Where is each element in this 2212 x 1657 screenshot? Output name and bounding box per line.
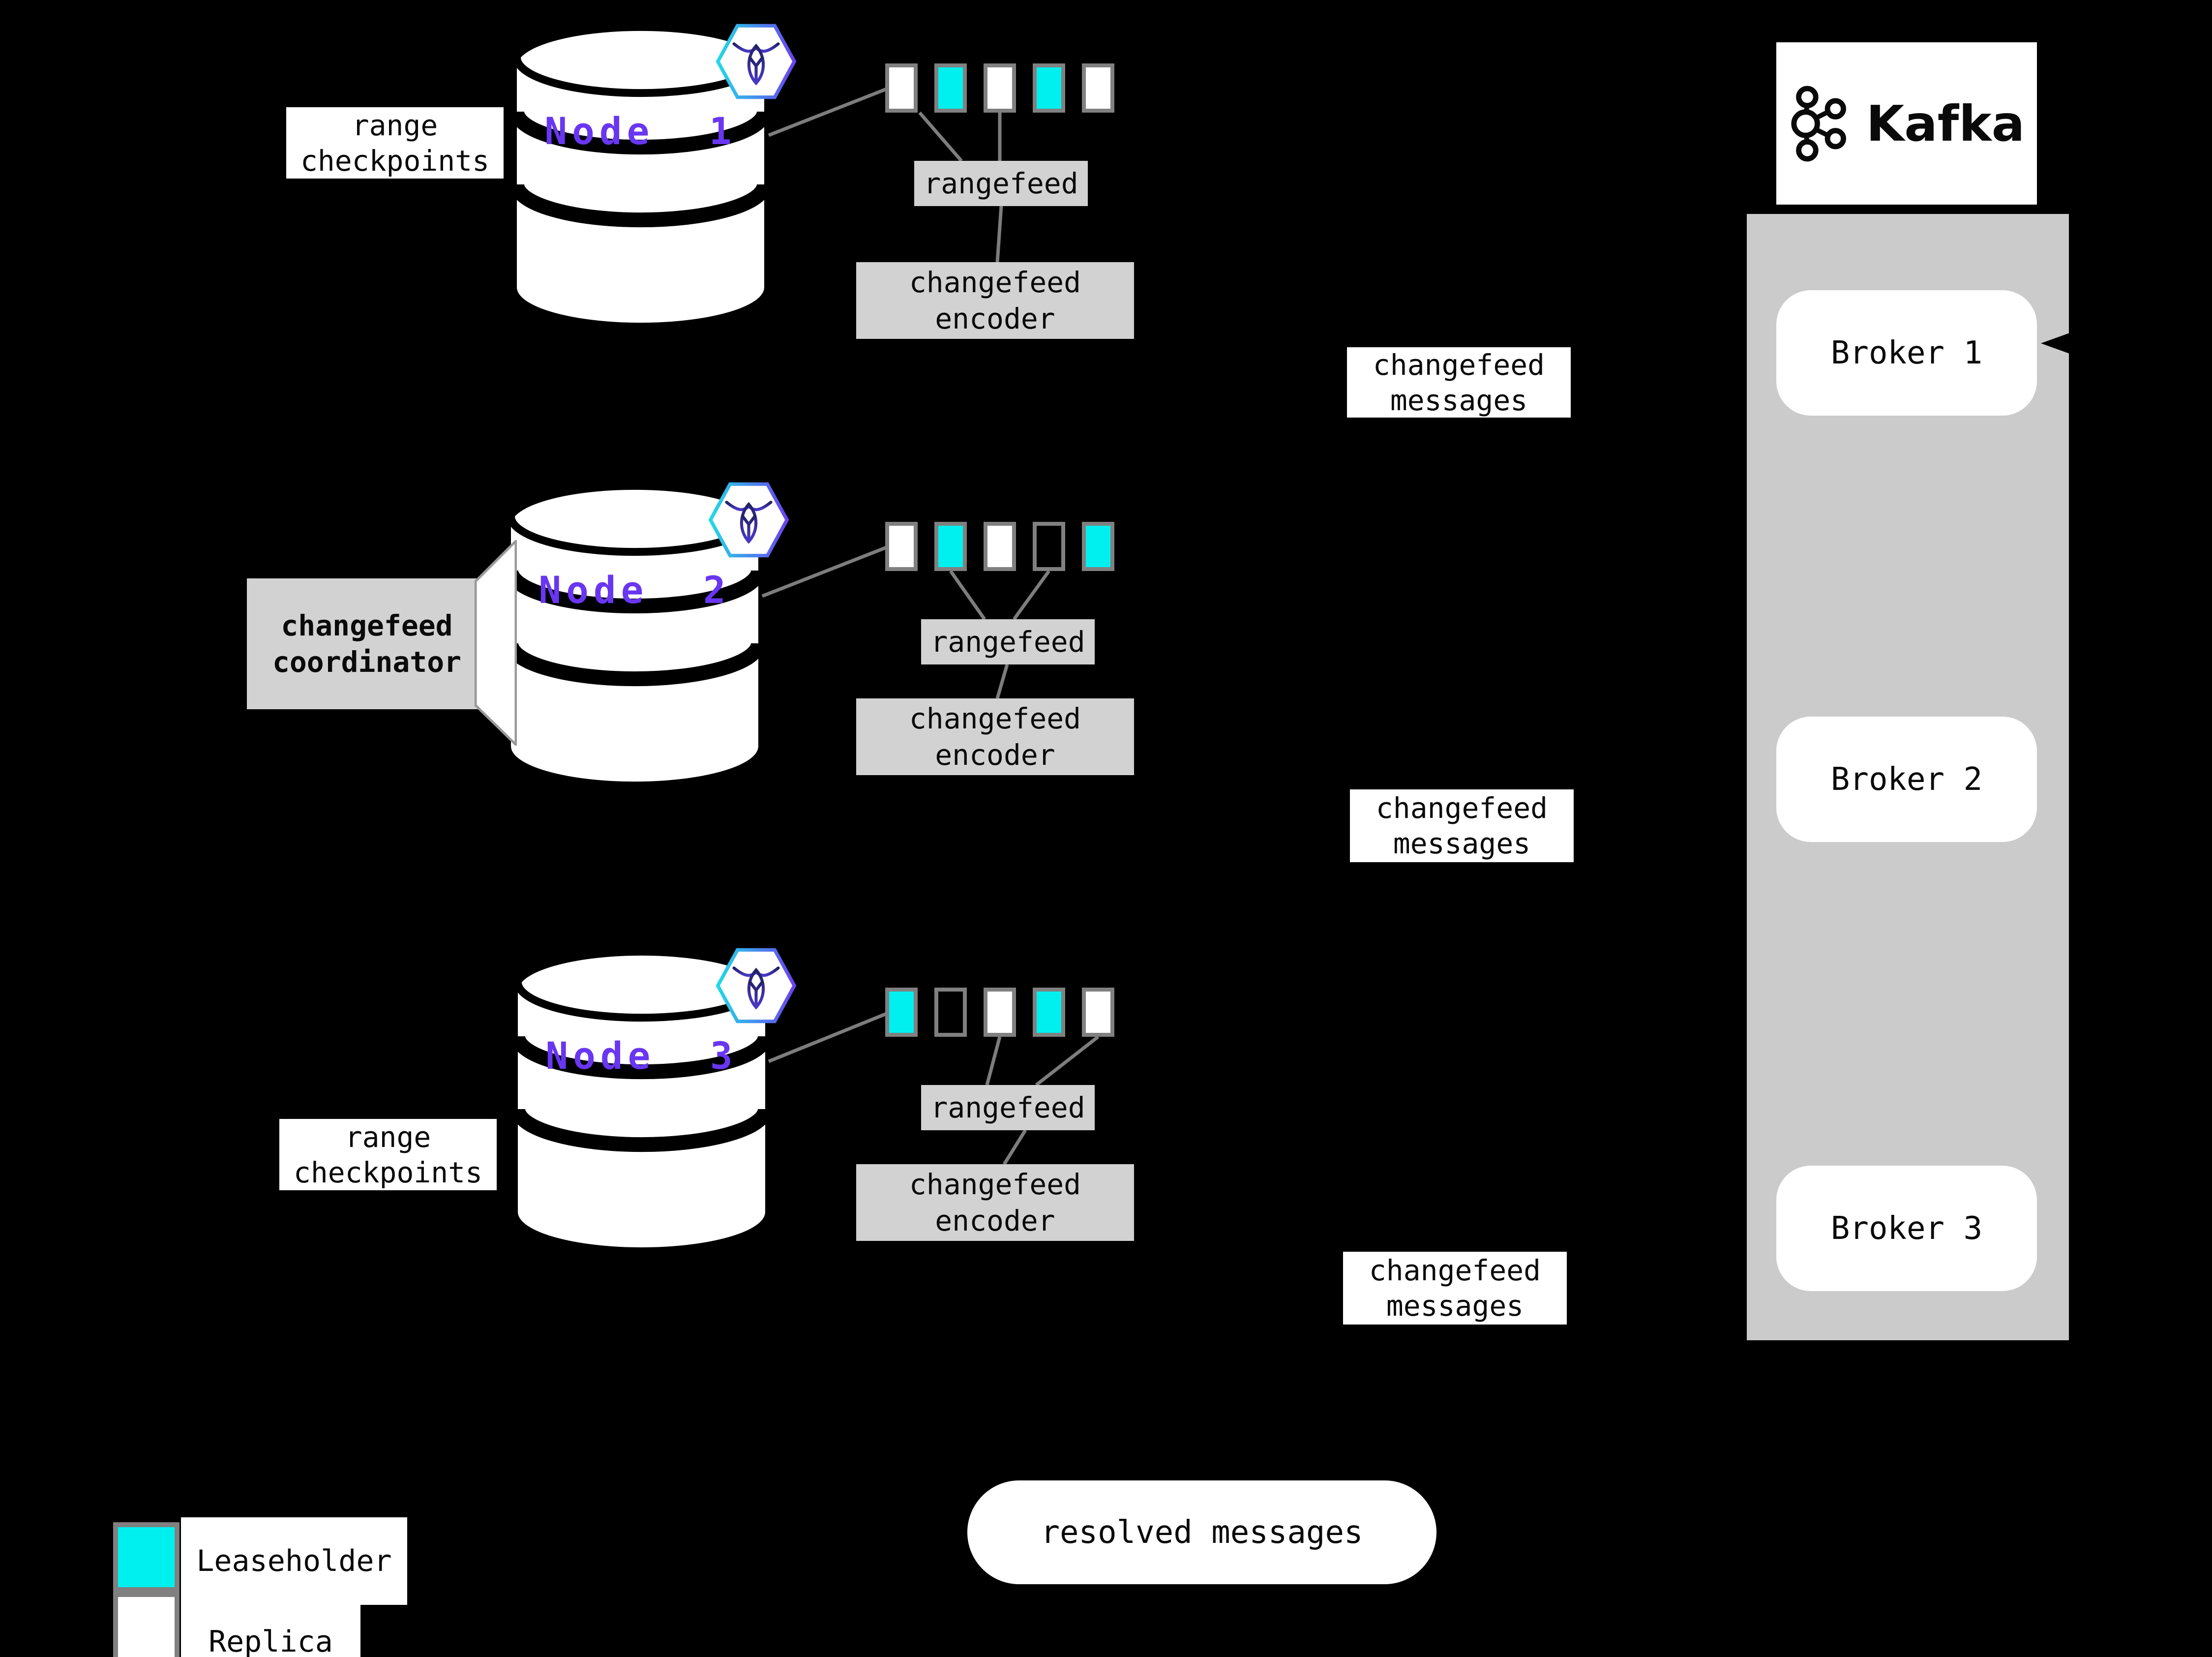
cockroachdb-icon bbox=[708, 478, 789, 562]
range-square-leaseholder bbox=[934, 63, 967, 113]
legend-leaseholder-label: Leaseholder bbox=[181, 1517, 407, 1605]
range-square-empty bbox=[1033, 522, 1065, 571]
node3-label: Node 3 bbox=[545, 1034, 738, 1078]
database-cylinder-icon bbox=[508, 489, 761, 782]
changefeed-coordinator-box: changefeed coordinator bbox=[247, 578, 487, 709]
range-square-replica bbox=[984, 522, 1016, 571]
node3-database-cylinder: Node 3 bbox=[515, 953, 768, 1250]
node2-database-cylinder: Node 2 bbox=[508, 487, 761, 784]
node1-label: Node 1 bbox=[544, 109, 737, 153]
legend-replica-swatch bbox=[113, 1592, 179, 1657]
node3-rangefeed-box: rangefeed bbox=[921, 1085, 1095, 1130]
kafka-logo-icon bbox=[1791, 86, 1846, 161]
node2-changefeed-encoder-box: changefeed encoder bbox=[856, 698, 1134, 775]
cockroachdb-icon bbox=[716, 20, 797, 103]
kafka-logo-box: Kafka bbox=[1776, 42, 2037, 205]
arrowhead-left-icon bbox=[2041, 331, 2076, 356]
coordinator-flag-shape bbox=[475, 540, 517, 746]
range-square-leaseholder bbox=[885, 988, 918, 1037]
range-square-leaseholder bbox=[1033, 988, 1065, 1037]
kafka-logo-text: Kafka bbox=[1866, 94, 2025, 152]
cockroachdb-icon bbox=[716, 944, 797, 1027]
legend-leaseholder-swatch bbox=[113, 1522, 179, 1592]
node2-range-squares bbox=[885, 522, 1114, 571]
range-square-replica bbox=[984, 988, 1016, 1037]
database-cylinder-icon bbox=[515, 955, 768, 1248]
node1-database-cylinder: Node 1 bbox=[514, 28, 767, 326]
node2-changefeed-messages-label: changefeed messages bbox=[1350, 789, 1574, 862]
broker-3-box: Broker 3 bbox=[1776, 1166, 2037, 1291]
node3-changefeed-messages-label: changefeed messages bbox=[1343, 1252, 1567, 1325]
broker-1-box: Broker 1 bbox=[1776, 290, 2037, 416]
range-checkpoints-label-node1: range checkpoints bbox=[286, 107, 504, 179]
node2-label: Node 2 bbox=[538, 568, 731, 612]
legend-replica-label: Replica bbox=[181, 1605, 360, 1657]
range-square-empty bbox=[934, 988, 967, 1037]
range-square-leaseholder bbox=[1082, 522, 1114, 571]
node1-rangefeed-box: rangefeed bbox=[914, 161, 1088, 206]
range-checkpoints-label-node3: range checkpoints bbox=[279, 1119, 497, 1190]
range-square-replica bbox=[885, 63, 918, 113]
node1-range-squares bbox=[885, 63, 1114, 113]
range-square-replica bbox=[984, 63, 1016, 113]
resolved-messages-pill: resolved messages bbox=[967, 1480, 1436, 1584]
node1-changefeed-messages-label: changefeed messages bbox=[1347, 347, 1571, 418]
range-square-replica bbox=[885, 522, 918, 571]
range-square-leaseholder bbox=[934, 522, 967, 571]
node1-changefeed-encoder-box: changefeed encoder bbox=[856, 262, 1134, 339]
node3-changefeed-encoder-box: changefeed encoder bbox=[856, 1164, 1134, 1241]
broker-2-box: Broker 2 bbox=[1776, 717, 2037, 842]
node3-range-squares bbox=[885, 988, 1114, 1037]
database-cylinder-icon bbox=[514, 30, 767, 323]
range-square-replica bbox=[1082, 63, 1114, 113]
range-square-leaseholder bbox=[1033, 63, 1065, 113]
range-square-replica bbox=[1082, 988, 1114, 1037]
node2-rangefeed-box: rangefeed bbox=[921, 619, 1095, 664]
